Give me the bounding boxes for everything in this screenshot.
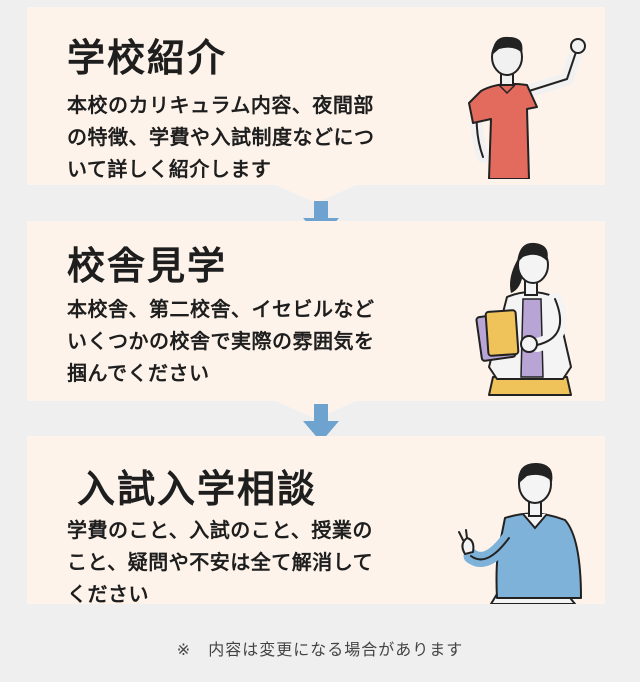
- step-card-admission-consultation: 入試入学相談 学費のこと、入試のこと、授業の こと、疑問や不安は全て解消して く…: [27, 436, 605, 606]
- step-description: 本校舎、第二校舎、イセビルなど いくつかの校舎で実際の雰囲気を 掴んでください: [67, 297, 375, 385]
- arrow-down-icon: [303, 404, 339, 442]
- teacher-pointing-icon: [468, 36, 586, 179]
- counselor-gesturing-icon: [458, 462, 582, 604]
- step-description: 学費のこと、入試のこと、授業の こと、疑問や不安は全て解消して ください: [67, 518, 374, 606]
- student-holding-books-icon: [475, 242, 572, 396]
- card-notch: [276, 185, 356, 203]
- step-title: 校舎見学: [67, 244, 228, 288]
- step-card-campus-tour: 校舎見学 本校舎、第二校舎、イセビルなど いくつかの校舎で実際の雰囲気を 掴んで…: [27, 221, 605, 419]
- step-description: 本校のカリキュラム内容、夜間部 の特徴、学費や入試制度などにつ いて詳しく紹介し…: [67, 93, 375, 181]
- step-card-school-intro: 学校紹介 本校のカリキュラム内容、夜間部 の特徴、学費や入試制度などにつ いて詳…: [27, 7, 605, 203]
- disclaimer-note: ※ 内容は変更になる場合があります: [176, 640, 464, 659]
- step-title: 学校紹介: [67, 36, 228, 80]
- step-title: 入試入学相談: [77, 467, 318, 511]
